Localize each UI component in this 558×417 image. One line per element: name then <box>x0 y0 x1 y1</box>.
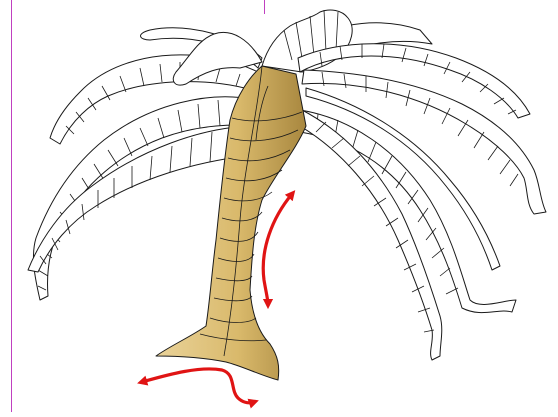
palm-fronds <box>28 10 546 360</box>
curved-double-arrow-icon <box>263 194 292 304</box>
wavy-double-arrow-icon <box>142 369 254 403</box>
